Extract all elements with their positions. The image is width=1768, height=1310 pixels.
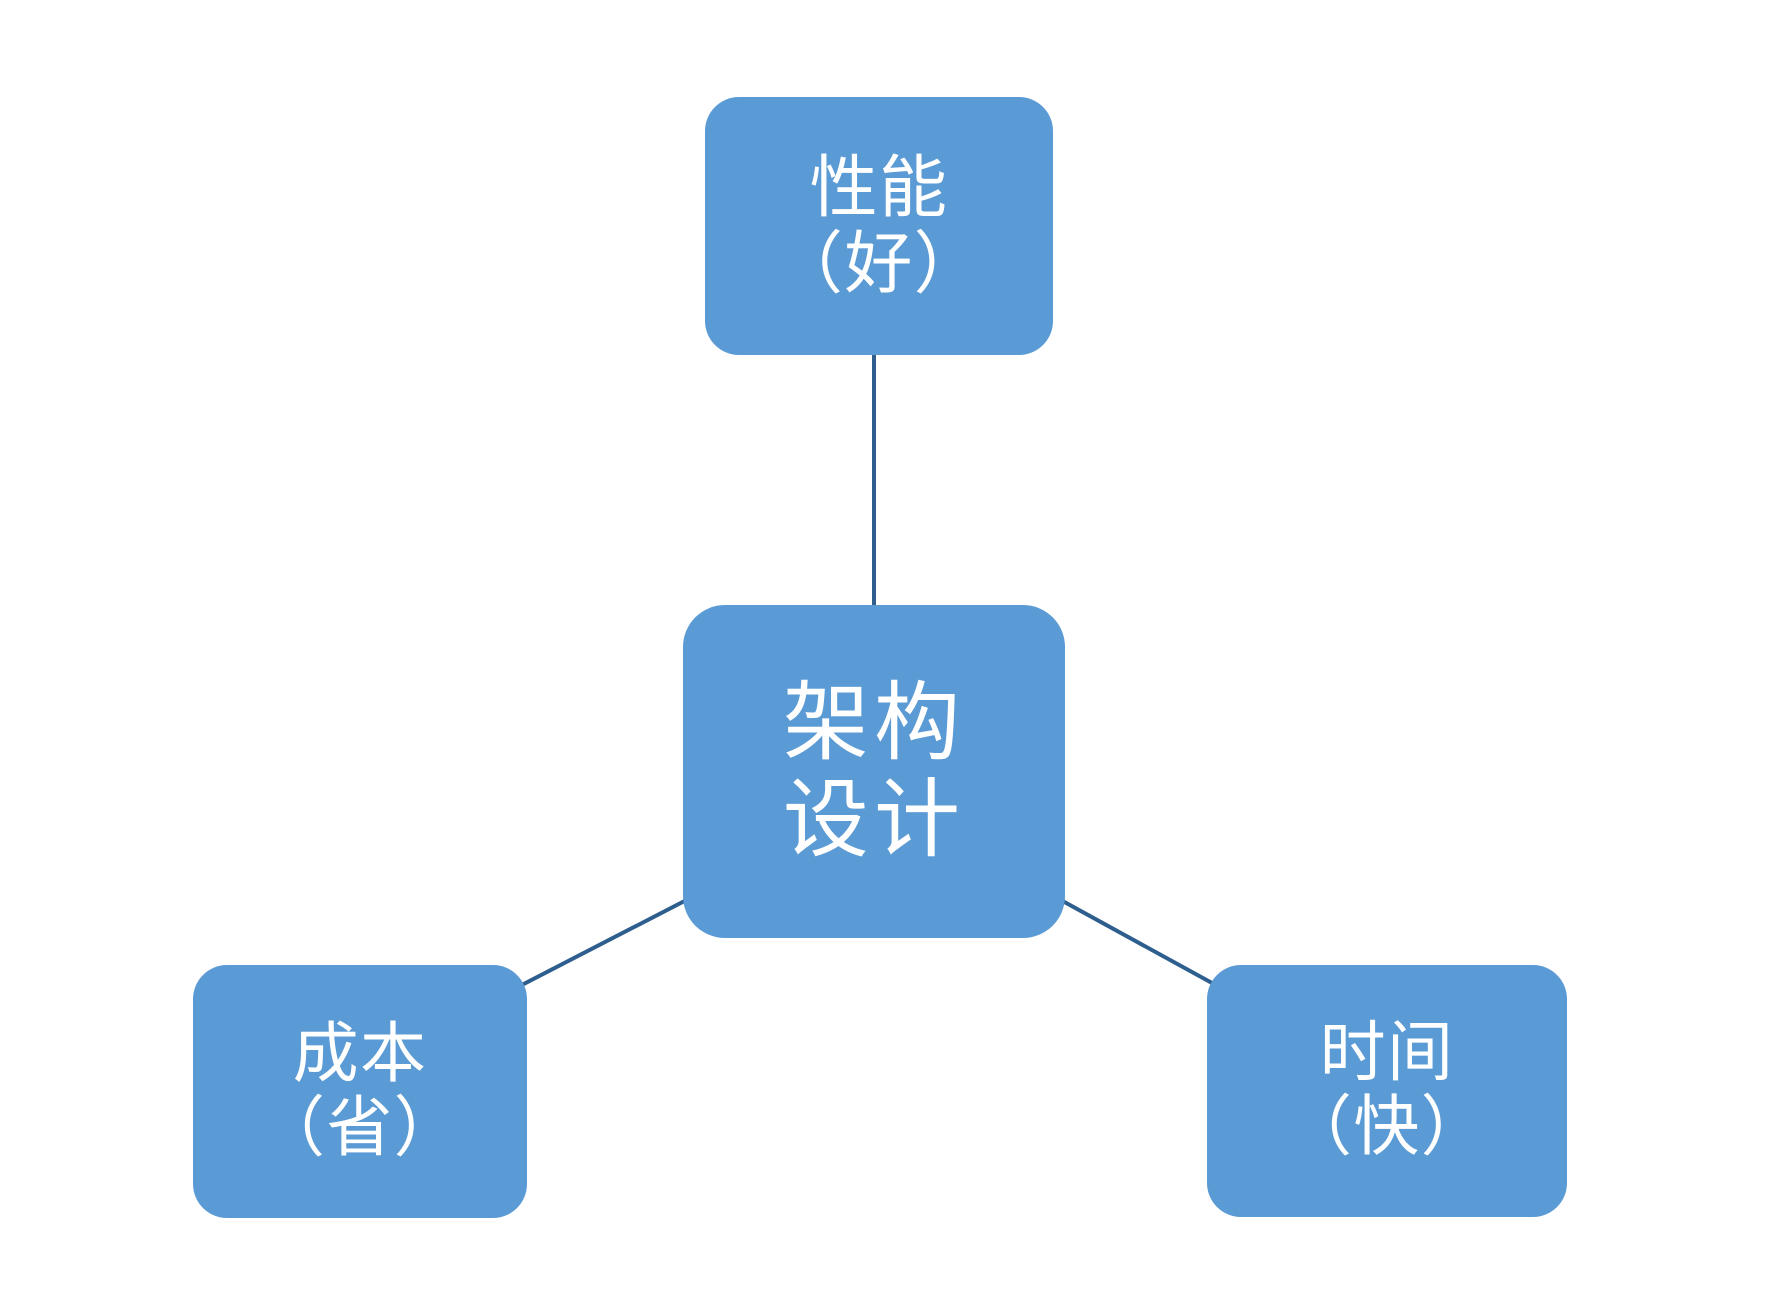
node-cost[interactable]: 成本 （省） <box>193 965 527 1218</box>
node-performance-line-2: （好） <box>774 226 984 302</box>
node-architecture[interactable]: 架构 设计 <box>683 605 1065 938</box>
node-time-line-1: 时间 <box>1319 1017 1455 1091</box>
node-time-line-2: （快） <box>1286 1091 1488 1164</box>
node-cost-line-2: （省） <box>259 1091 461 1165</box>
node-time[interactable]: 时间 （快） <box>1207 965 1567 1217</box>
node-performance[interactable]: 性能 （好） <box>705 97 1053 355</box>
node-architecture-line-2: 设计 <box>782 771 966 868</box>
node-cost-line-1: 成本 <box>292 1017 428 1091</box>
node-architecture-line-1: 架构 <box>782 675 966 772</box>
node-performance-line-1: 性能 <box>809 149 949 226</box>
